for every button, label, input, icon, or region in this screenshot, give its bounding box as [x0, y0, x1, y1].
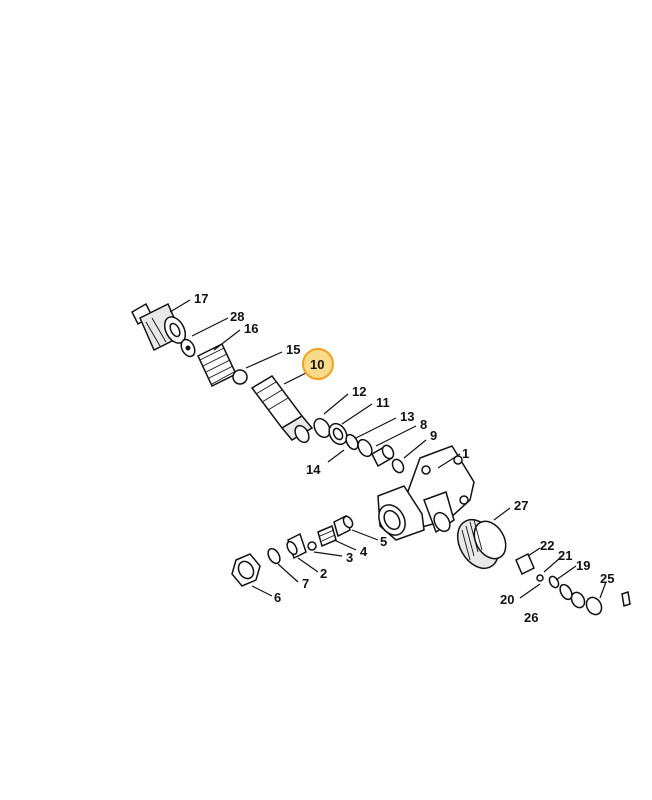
label-2[interactable]: 2 — [320, 566, 327, 581]
part-9-o-ring[interactable] — [390, 457, 406, 474]
part-13-ring[interactable] — [355, 437, 374, 459]
label-8[interactable]: 8 — [420, 417, 427, 432]
part-21-ball[interactable] — [536, 574, 544, 582]
part-8-bushing[interactable] — [371, 443, 396, 468]
part-6-nut[interactable] — [231, 553, 261, 587]
label-26[interactable]: 26 — [524, 610, 538, 625]
label-1[interactable]: 1 — [462, 446, 469, 461]
label-21[interactable]: 21 — [558, 548, 572, 563]
label-4[interactable]: 4 — [360, 544, 368, 559]
label-11[interactable]: 11 — [376, 395, 390, 410]
part-26-ring[interactable] — [569, 590, 587, 610]
label-6[interactable]: 6 — [274, 590, 281, 605]
label-10[interactable]: 10 — [310, 357, 324, 372]
part-5-cap[interactable] — [333, 514, 354, 538]
part-15-ball[interactable] — [232, 369, 248, 385]
part-27-gear-ring[interactable] — [449, 512, 512, 575]
part-12-o-ring[interactable] — [311, 416, 333, 440]
part-1-housing[interactable] — [374, 445, 475, 541]
label-14[interactable]: 14 — [306, 462, 321, 477]
part-labels: 17 28 16 15 10 12 11 13 8 9 14 1 27 5 4 … — [194, 291, 614, 625]
part-3-ball[interactable] — [307, 541, 317, 551]
label-22[interactable]: 22 — [540, 538, 554, 553]
label-7[interactable]: 7 — [302, 576, 309, 591]
label-12[interactable]: 12 — [352, 384, 366, 399]
label-3[interactable]: 3 — [346, 550, 353, 565]
part-4-spring[interactable] — [317, 524, 337, 548]
label-20[interactable]: 20 — [500, 592, 514, 607]
part-7-o-ring[interactable] — [266, 547, 283, 566]
part-16-spring[interactable] — [197, 342, 237, 388]
highlight-marker — [302, 348, 334, 380]
label-13[interactable]: 13 — [400, 409, 414, 424]
label-16[interactable]: 16 — [244, 321, 258, 336]
leader-lines — [169, 299, 607, 599]
part-2-valve-seat[interactable] — [285, 532, 307, 560]
part-22-fitting[interactable] — [515, 552, 535, 576]
part-25-seal[interactable] — [583, 591, 631, 617]
part-10-valve[interactable] — [250, 375, 314, 445]
part-19-o-ring[interactable] — [548, 575, 561, 589]
label-15[interactable]: 15 — [286, 342, 300, 357]
part-28-washer[interactable] — [178, 337, 197, 359]
part-20-ring[interactable] — [558, 583, 575, 602]
label-28[interactable]: 28 — [230, 309, 244, 324]
label-19[interactable]: 19 — [576, 558, 590, 573]
part-11-seal[interactable] — [326, 420, 351, 447]
part-14-ring[interactable] — [344, 433, 361, 452]
label-5[interactable]: 5 — [380, 534, 387, 549]
label-25[interactable]: 25 — [600, 571, 614, 586]
label-9[interactable]: 9 — [430, 428, 437, 443]
label-27[interactable]: 27 — [514, 498, 528, 513]
label-17[interactable]: 17 — [194, 291, 208, 306]
part-17-fitting[interactable] — [131, 302, 190, 352]
